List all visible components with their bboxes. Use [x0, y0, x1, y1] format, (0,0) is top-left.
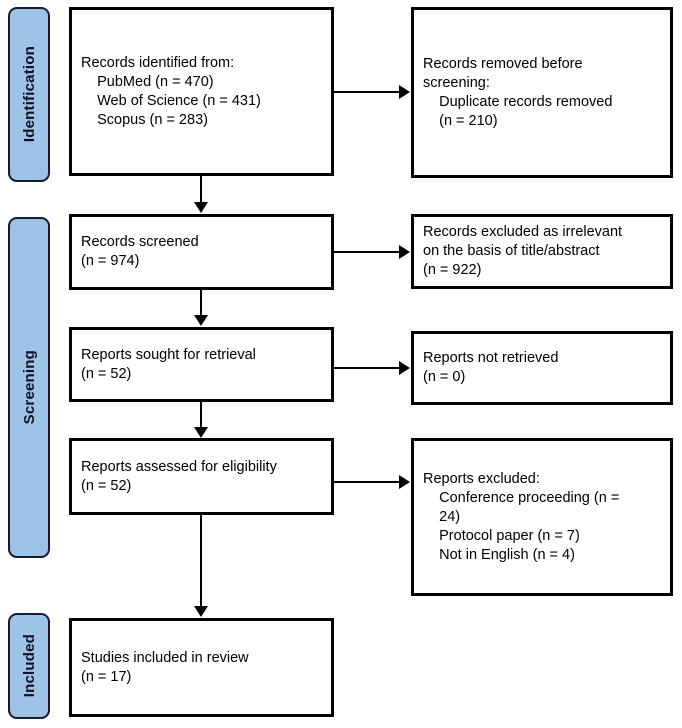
phase-label-identification: Identification — [8, 7, 50, 182]
connector-sought-to-not-retrieved — [334, 367, 400, 369]
connector-identified-to-screened — [200, 176, 202, 204]
arrowhead-identified-to-screened — [194, 202, 208, 213]
arrowhead-assessed-to-excluded — [399, 475, 410, 489]
box-reports-excluded: Reports excluded: Conference proceeding … — [411, 438, 673, 596]
box-reports-sought: Reports sought for retrieval (n = 52) — [69, 327, 334, 402]
arrowhead-assessed-to-included — [194, 606, 208, 617]
box-studies-included-text: Studies included in review (n = 17) — [81, 649, 249, 685]
phase-label-identification-text: Identification — [20, 46, 38, 143]
box-records-screened: Records screened (n = 974) — [69, 214, 334, 290]
phase-label-included: Included — [8, 613, 50, 719]
phase-label-screening: Screening — [8, 217, 50, 558]
box-reports-not-retrieved-text: Reports not retrieved (n = 0) — [423, 350, 559, 385]
box-records-screened-text: Records screened (n = 974) — [81, 234, 199, 269]
phase-label-screening-text: Screening — [20, 350, 38, 425]
arrowhead-identified-to-removed — [399, 85, 410, 99]
arrowhead-screened-to-excluded — [399, 245, 410, 259]
box-records-identified: Records identified from: PubMed (n = 470… — [69, 7, 334, 176]
box-reports-not-retrieved: Reports not retrieved (n = 0) — [411, 331, 673, 405]
box-records-excluded: Records excluded as irrelevant on the ba… — [411, 214, 673, 289]
box-records-excluded-text: Records excluded as irrelevant on the ba… — [423, 224, 623, 278]
connector-assessed-to-included — [200, 515, 202, 608]
connector-screened-to-sought — [200, 290, 202, 317]
connector-sought-to-assessed — [200, 402, 202, 429]
box-reports-assessed-text: Reports assessed for eligibility (n = 52… — [81, 458, 277, 494]
arrowhead-sought-to-not-retrieved — [399, 361, 410, 375]
box-records-identified-text: Records identified from: PubMed (n = 470… — [81, 54, 261, 128]
box-records-removed-text: Records removed before screening: Duplic… — [423, 55, 613, 129]
box-reports-sought-text: Reports sought for retrieval (n = 52) — [81, 346, 256, 382]
connector-assessed-to-excluded — [334, 481, 400, 483]
connector-identified-to-removed — [334, 91, 400, 93]
phase-label-included-text: Included — [20, 634, 38, 698]
box-reports-excluded-text: Reports excluded: Conference proceeding … — [423, 470, 620, 563]
box-reports-assessed: Reports assessed for eligibility (n = 52… — [69, 438, 334, 515]
arrowhead-screened-to-sought — [194, 315, 208, 326]
box-studies-included: Studies included in review (n = 17) — [69, 618, 334, 717]
connector-screened-to-excluded — [334, 251, 400, 253]
arrowhead-sought-to-assessed — [194, 427, 208, 438]
box-records-removed: Records removed before screening: Duplic… — [411, 7, 673, 178]
